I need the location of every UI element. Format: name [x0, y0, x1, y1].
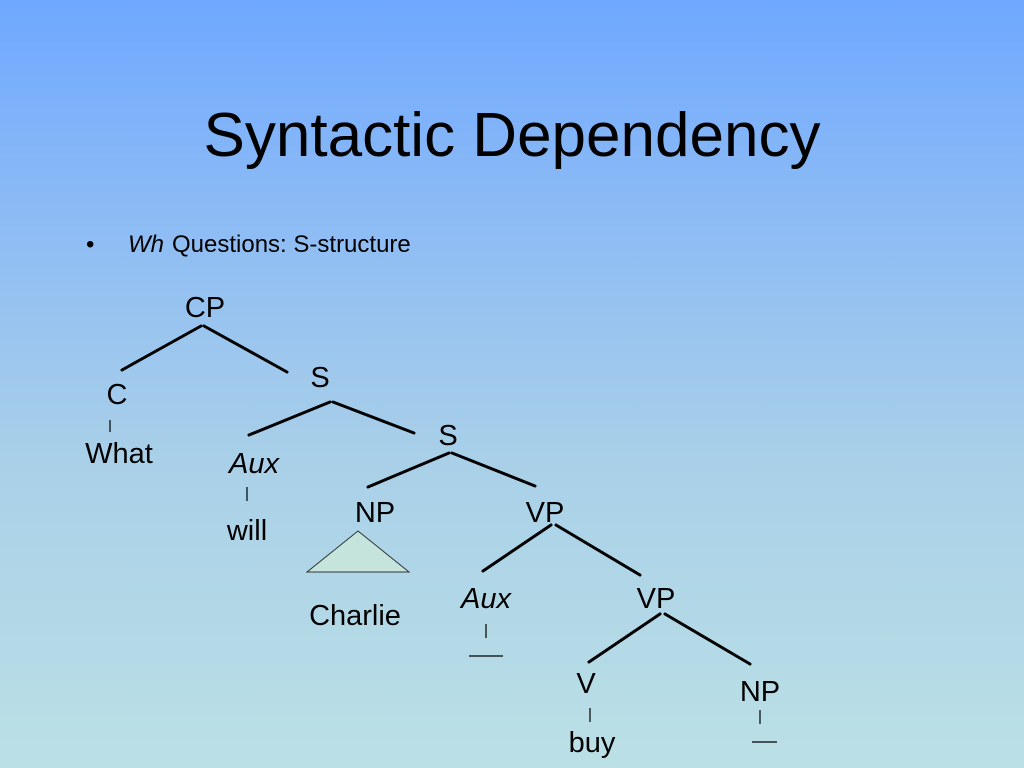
- node-cp: CP: [184, 292, 226, 324]
- bullet-marker: •: [86, 231, 95, 258]
- edge-s2-vp1: [450, 451, 537, 488]
- node-aux1: Aux: [229, 448, 279, 480]
- node-s1: S: [310, 362, 330, 394]
- word-will: will: [226, 515, 268, 547]
- edge-vp1-aux2: [481, 523, 553, 573]
- node-aux2: Aux: [461, 583, 511, 615]
- edge-s2-np1: [366, 451, 451, 489]
- word-what: What: [85, 438, 153, 470]
- np-triangle: [305, 530, 411, 573]
- slide-title: Syntactic Dependency: [203, 101, 821, 170]
- edge-s1-aux1: [247, 400, 332, 437]
- node-v: V: [576, 668, 596, 700]
- node-vp1: VP: [525, 497, 565, 529]
- word-charlie: Charlie: [309, 600, 401, 632]
- bullet-italic-text: Wh: [128, 231, 164, 258]
- edge-cp-s1: [202, 324, 289, 374]
- edge-vp2-v: [587, 612, 662, 664]
- word-buy: buy: [568, 727, 616, 759]
- edge-s1-s2: [331, 400, 416, 435]
- node-c: C: [106, 379, 128, 411]
- edge-vp1-vp2: [554, 523, 642, 577]
- node-s2: S: [438, 420, 458, 452]
- node-np2: NP: [739, 676, 781, 708]
- node-np1: NP: [354, 497, 396, 529]
- bullet-item: • Wh Questions: S-structure: [86, 230, 411, 260]
- edge-cp-c: [120, 324, 203, 372]
- node-vp2: VP: [636, 583, 676, 615]
- bullet-text: Questions: S-structure: [172, 231, 411, 258]
- edge-vp2-np2: [663, 612, 752, 666]
